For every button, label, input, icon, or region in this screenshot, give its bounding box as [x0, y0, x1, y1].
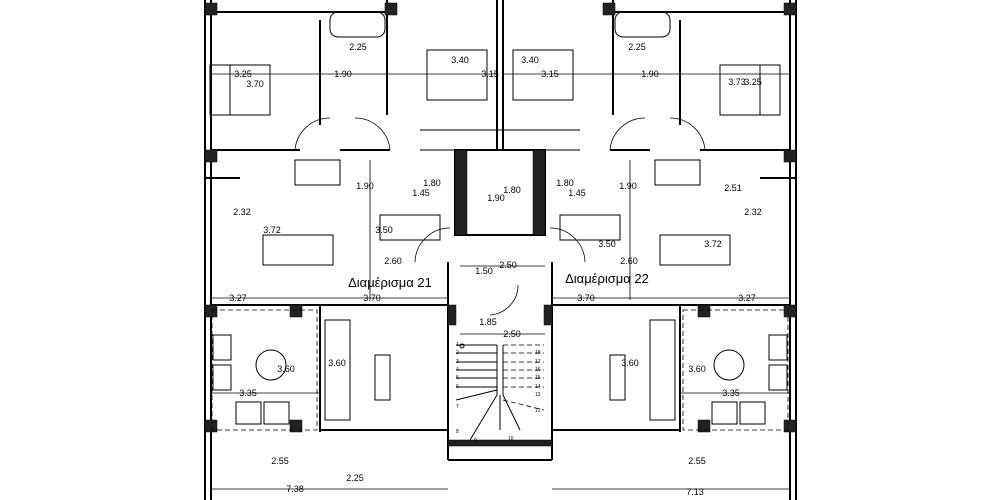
dim-label: 3.70	[363, 293, 381, 303]
dim-label: 2.60	[384, 256, 402, 266]
doors	[294, 117, 706, 316]
dim-label: 3.60	[328, 358, 346, 368]
dim-label: 1.90	[334, 69, 352, 79]
dim-label: 3.70	[246, 79, 264, 89]
round-table-left	[255, 349, 287, 381]
dim-label: 3.40	[451, 55, 469, 65]
dim-label: 1.50	[475, 266, 493, 276]
apartment-21-title: Διαμέρισμα 21	[348, 275, 432, 290]
dim-label: 2.32	[744, 207, 762, 217]
dim-label: 3.50	[598, 239, 616, 249]
stair-number: 6	[456, 384, 459, 390]
dim-label: 1.80	[503, 185, 521, 195]
stair-number: 9	[474, 438, 477, 444]
dim-label: 1.90	[641, 69, 659, 79]
dim-label: 3.60	[277, 364, 295, 374]
dim-label: 3.15	[481, 69, 499, 79]
stair-number: 16	[535, 367, 541, 373]
dim-label: 7.38	[286, 484, 304, 494]
dining-table-left	[262, 234, 334, 266]
left-dimension-labels: 2.25 1.90 3.25 3.70 3.40 3.15 1.90 1.80 …	[229, 42, 499, 494]
dim-label: 3.70	[577, 293, 595, 303]
dim-label: 3.40	[521, 55, 539, 65]
stair-number: 10	[508, 436, 514, 442]
bathtub-left	[329, 11, 386, 38]
stair-number: 13	[535, 392, 541, 398]
dim-label: 1.90	[487, 193, 505, 203]
furniture	[209, 11, 789, 431]
dim-label: 3.50	[375, 225, 393, 235]
dim-label: 2.25	[628, 42, 646, 52]
dim-label: 1.45	[568, 188, 586, 198]
stair-number: 18	[535, 350, 541, 356]
dim-label: 2.51	[724, 183, 742, 193]
dimension-lines	[211, 73, 790, 490]
stair-number: 17	[535, 359, 541, 365]
dim-label: 3.35	[722, 388, 740, 398]
dim-label: 3.72	[263, 225, 281, 235]
staircase: 1 2 3 4 5 6 7 8 9 10 12 13 14 15 16 17 1…	[455, 342, 545, 444]
stair-number: 4	[456, 367, 459, 373]
dim-label: 3.27	[738, 293, 756, 303]
bathtub-right	[614, 11, 671, 38]
dim-label: 2.50	[503, 329, 521, 339]
dim-label: 3.72	[704, 239, 722, 249]
dim-label: 2.32	[233, 207, 251, 217]
right-dimension-labels: 2.25 1.90 3.40 3.15 3.73 3.25 1.80 1.45 …	[521, 42, 762, 497]
dim-label: 3.15	[541, 69, 559, 79]
dim-label: 2.55	[271, 456, 289, 466]
round-table-right	[713, 349, 745, 381]
dim-label: 3.25	[744, 77, 762, 87]
stair-number: 14	[535, 384, 541, 390]
dim-label: 1.90	[619, 181, 637, 191]
dining-table-right	[659, 234, 731, 266]
stair-number: 7	[456, 404, 459, 410]
dim-label: 3.25	[234, 69, 252, 79]
dim-label: 2.60	[620, 256, 638, 266]
dim-label: 3.60	[621, 358, 639, 368]
dim-label: 3.73	[728, 77, 746, 87]
dim-label: 2.25	[346, 473, 364, 483]
sofa-left	[324, 319, 351, 421]
stair-number: 8	[456, 429, 459, 435]
stair-number: 1	[456, 342, 459, 348]
dim-label: 3.60	[688, 364, 706, 374]
dim-label: 1.80	[423, 178, 441, 188]
stair-number: 12	[535, 408, 541, 414]
columns	[204, 2, 797, 447]
bed-center-right	[512, 49, 574, 101]
dim-label: 1.80	[556, 178, 574, 188]
stair-number: 3	[456, 359, 459, 365]
stair-number: 2	[456, 350, 459, 356]
apartment-22-title: Διαμέρισμα 22	[565, 271, 649, 286]
core-dimension-labels: 1.80 1.90 1.50 2.50 1.85 2.50	[475, 185, 521, 339]
dim-label: 1.90	[356, 181, 374, 191]
stair-number: 15	[535, 375, 541, 381]
stair-number: 5	[456, 375, 459, 381]
dim-label: 2.50	[499, 260, 517, 270]
dim-label: 7.13	[686, 487, 704, 497]
dim-label: 3.27	[229, 293, 247, 303]
dim-label: 2.55	[688, 456, 706, 466]
dim-label: 1.45	[412, 188, 430, 198]
walls	[204, 0, 797, 500]
sofa-right	[649, 319, 676, 421]
bed-center-left	[426, 49, 488, 101]
dim-label: 1.85	[479, 317, 497, 327]
bed-left	[209, 64, 231, 116]
bed-right	[719, 64, 761, 116]
dim-label: 3.35	[239, 388, 257, 398]
dim-label: 2.25	[349, 42, 367, 52]
